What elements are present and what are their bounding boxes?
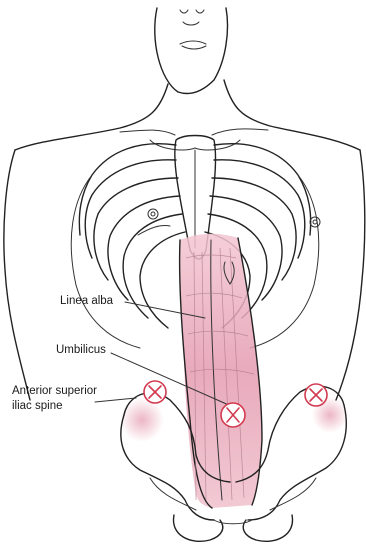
label-asis-line2: iliac spine bbox=[12, 399, 63, 413]
umbilicus-marker bbox=[221, 403, 245, 427]
label-linea-alba: Linea alba bbox=[60, 294, 113, 308]
asis-left-marker bbox=[144, 381, 166, 403]
label-umbilicus: Umbilicus bbox=[56, 343, 106, 357]
asis-left-shading bbox=[120, 398, 164, 442]
label-asis-line1: Anterior superior bbox=[12, 384, 97, 398]
rib-cage-left bbox=[71, 144, 185, 348]
head bbox=[155, 8, 228, 94]
asis-right-marker bbox=[305, 384, 327, 406]
